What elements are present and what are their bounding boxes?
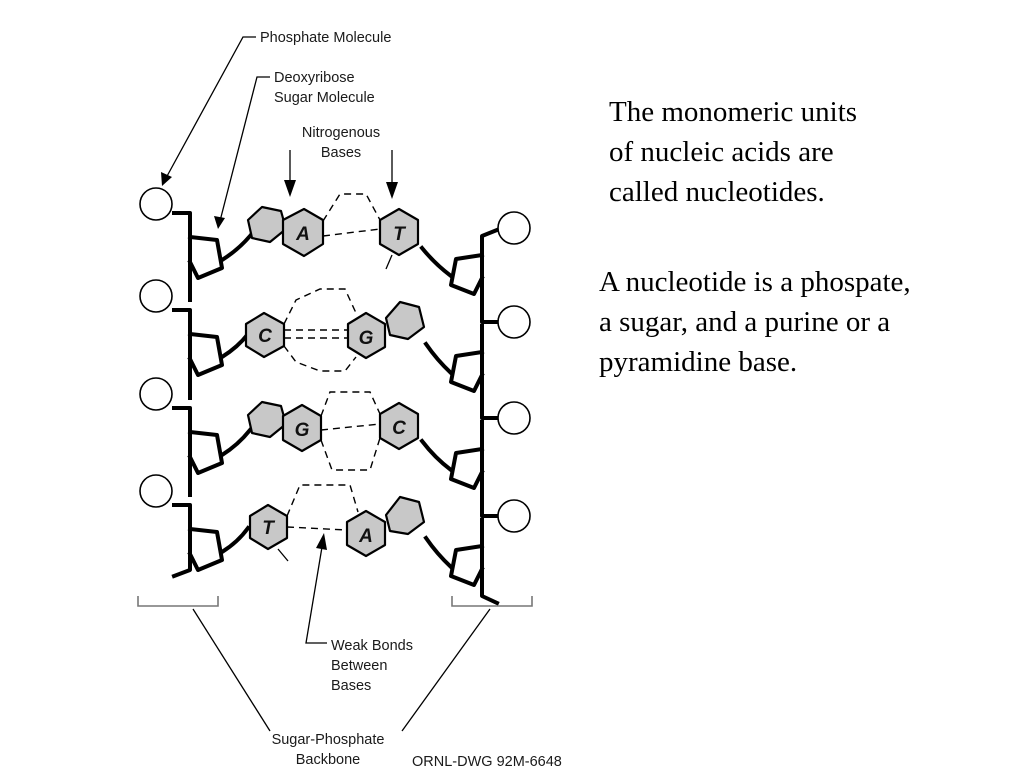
arrow-icon [214, 216, 225, 229]
phosphate-circles [139, 187, 531, 533]
right-backbone [480, 227, 500, 606]
left-sugar-rings [187, 234, 224, 572]
arrow-icon [386, 182, 398, 199]
weak-bonds-label: Bases [331, 678, 371, 694]
base-letter: C [392, 418, 406, 439]
label-leader-lines [161, 36, 491, 732]
base-pair-2: C G [244, 288, 426, 372]
base-pair-3: G C [246, 391, 420, 471]
base-letter: T [262, 518, 275, 539]
left-backbone-bracket [137, 596, 219, 607]
backbone-label: Sugar-Phosphate [272, 732, 385, 748]
arrow-icon [284, 180, 296, 197]
text-line: called nucleotides. [609, 176, 825, 208]
base-letter: A [295, 224, 310, 245]
nucleotides-definition-text: The monomeric units of nucleic acids are… [609, 92, 857, 212]
weak-bonds-label: Between [331, 658, 387, 674]
right-sugar-rings [449, 252, 485, 587]
phosphate-molecule-label: Phosphate Molecule [260, 30, 391, 46]
base-pair-4: T A [248, 484, 426, 562]
drawing-id-label: ORNL-DWG 92M-6648 [412, 754, 562, 768]
sugar-base-links [219, 233, 454, 570]
base-letter: G [295, 420, 310, 441]
deoxyribose-label: Deoxyribose [274, 70, 355, 86]
deoxyribose-label: Sugar Molecule [274, 90, 375, 106]
text-line: of nucleic acids are [609, 136, 834, 168]
arrow-icon [161, 172, 172, 186]
text-line: The monomeric units [609, 96, 858, 128]
base-pair-1: A T [246, 193, 420, 270]
nucleotide-composition-text: A nucleotide is a phospate, a sugar, and… [599, 262, 911, 382]
base-letter: C [258, 326, 272, 347]
base-letter: G [359, 328, 374, 349]
weak-bonds-label: Weak Bonds [331, 638, 413, 654]
arrow-icon [316, 533, 327, 550]
text-line: a sugar, and a purine or a [599, 306, 891, 338]
right-backbone-bracket [451, 596, 533, 607]
left-backbone [171, 211, 192, 579]
base-letter: A [358, 526, 373, 547]
base-letter: T [393, 224, 406, 245]
backbone-label: Backbone [296, 752, 361, 768]
nitrogenous-bases-label: Nitrogenous [302, 125, 380, 141]
nitrogenous-bases-label: Bases [321, 145, 361, 161]
text-line: pyramidine base. [599, 346, 798, 378]
text-line: A nucleotide is a phospate, [599, 266, 911, 298]
